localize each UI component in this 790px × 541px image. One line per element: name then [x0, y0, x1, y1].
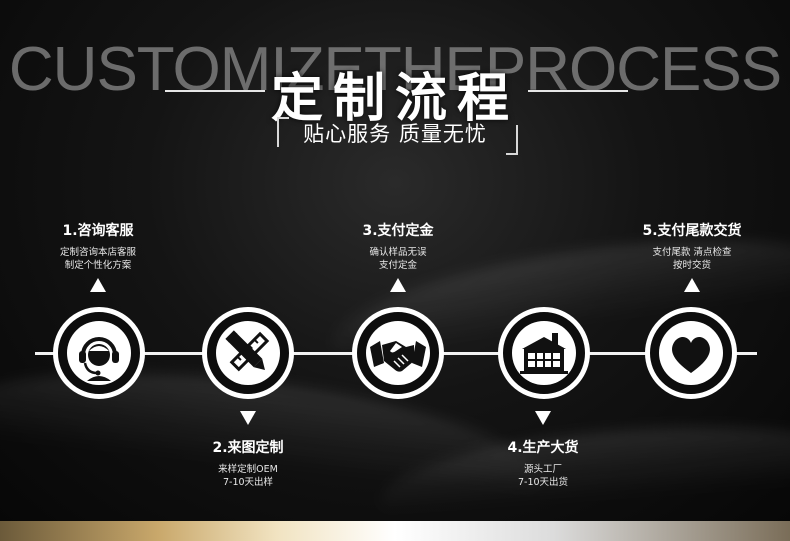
page-title: 定制流程: [270, 69, 519, 129]
step-title: 2.来图定制: [212, 440, 284, 456]
step-1-node: [53, 307, 145, 399]
step-desc-line: 确认样品无误: [369, 247, 427, 258]
step-4-node: [498, 307, 590, 399]
process-banner: CUSTOMIZETHEPROCESS 定制流程 贴心服务 质量无忧 1.咨询客…: [0, 0, 790, 521]
factory-icon: [520, 333, 568, 374]
heart-icon: [672, 336, 710, 373]
handshake-icon: [370, 341, 426, 372]
step-desc-line: 制定个性化方案: [64, 260, 132, 271]
step-title: 1.咨询客服: [62, 223, 134, 239]
step-desc-line: 源头工厂: [523, 464, 562, 475]
step-3-node: [352, 307, 444, 399]
step-title: 3.支付定金: [362, 223, 434, 239]
step-5-label: 5.支付尾款交货 支付尾款 清点检查 按时交货: [617, 220, 767, 272]
step-desc-line: 定制咨询本店客服: [59, 247, 136, 258]
step-desc-line: 来样定制OEM: [218, 464, 278, 475]
title-divider-left: [165, 90, 265, 92]
arrow-up-icon: [90, 278, 106, 292]
step-desc-line: 支付定金: [378, 260, 417, 271]
page-subtitle: 贴心服务 质量无忧: [303, 122, 487, 146]
step-desc-line: 按时交货: [672, 260, 711, 271]
step-2-node: [202, 307, 294, 399]
step-4-label: 4.生产大货 源头工厂 7-10天出货: [468, 437, 618, 489]
step-title: 5.支付尾款交货: [642, 223, 742, 239]
background-watermark-text: CUSTOMIZETHEPROCESS: [8, 35, 782, 104]
bottom-decorative-strip: [0, 521, 790, 541]
step-desc-line: 7-10天出货: [517, 477, 569, 488]
arrow-up-icon: [390, 278, 406, 292]
step-desc-line: 支付尾款 清点检查: [652, 247, 732, 258]
step-title: 4.生产大货: [507, 440, 579, 456]
step-2-label: 2.来图定制 来样定制OEM 7-10天出样: [173, 437, 323, 489]
headset-icon: [79, 337, 119, 381]
title-divider-right: [528, 90, 628, 92]
arrow-up-icon: [684, 278, 700, 292]
arrow-down-icon: [535, 411, 551, 425]
subtitle-bracket-right: [506, 125, 518, 155]
pencil-ruler-icon: [225, 330, 270, 372]
step-3-label: 3.支付定金 确认样品无误 支付定金: [323, 220, 473, 272]
step-1-label: 1.咨询客服 定制咨询本店客服 制定个性化方案: [23, 220, 173, 272]
step-5-node: [645, 307, 737, 399]
step-desc-line: 7-10天出样: [222, 477, 274, 488]
subtitle-bracket-left: [277, 117, 289, 147]
arrow-down-icon: [240, 411, 256, 425]
